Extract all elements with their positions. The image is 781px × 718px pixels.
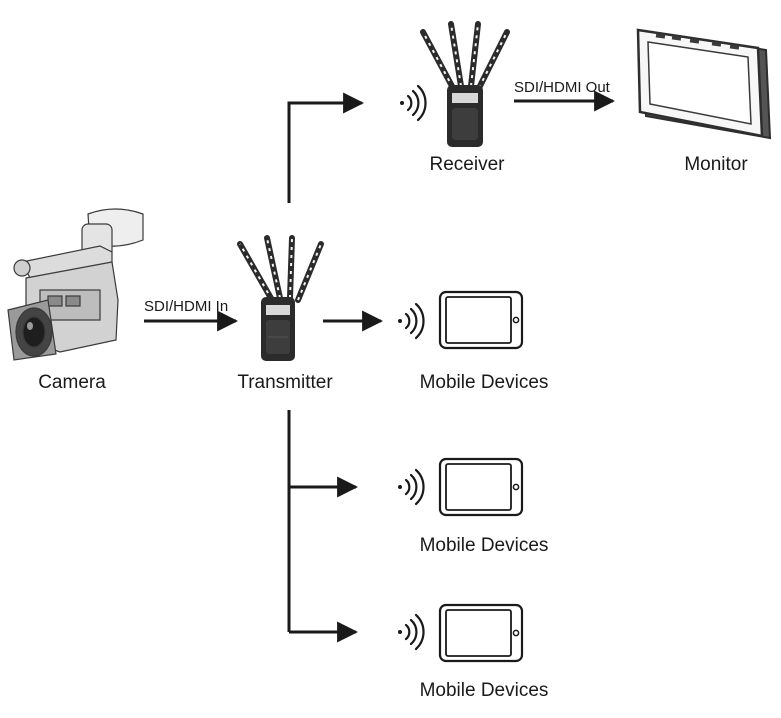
tablet-icon xyxy=(438,457,524,517)
edge-label-sdi-hdmi-out: SDI/HDMI Out xyxy=(514,79,610,96)
video-camera-icon xyxy=(7,208,144,361)
node-label-transmitter: Transmitter xyxy=(237,372,333,393)
node-label-camera: Camera xyxy=(38,372,106,393)
wireless-signal-icon xyxy=(398,302,425,340)
wireless-receiver-icon xyxy=(420,21,510,147)
wireless-transmitter-icon xyxy=(237,235,324,361)
arrow-transmitter-to-receiver xyxy=(287,92,365,203)
tablet-icon xyxy=(438,290,524,350)
node-label-receiver: Receiver xyxy=(429,154,505,175)
wireless-signal-icon xyxy=(398,468,425,506)
edge-label-sdi-hdmi-in: SDI/HDMI In xyxy=(144,298,229,315)
field-monitor-icon xyxy=(636,28,772,140)
wireless-signal-icon xyxy=(398,613,425,651)
node-label-mobile-devices-2: Mobile Devices xyxy=(419,535,549,556)
node-label-mobile-devices-1: Mobile Devices xyxy=(419,372,549,393)
connector-lines xyxy=(144,90,616,643)
tablet-icon xyxy=(438,603,524,663)
node-label-monitor: Monitor xyxy=(684,154,748,175)
wireless-signal-icon xyxy=(400,84,427,122)
node-label-mobile-devices-3: Mobile Devices xyxy=(419,680,549,701)
